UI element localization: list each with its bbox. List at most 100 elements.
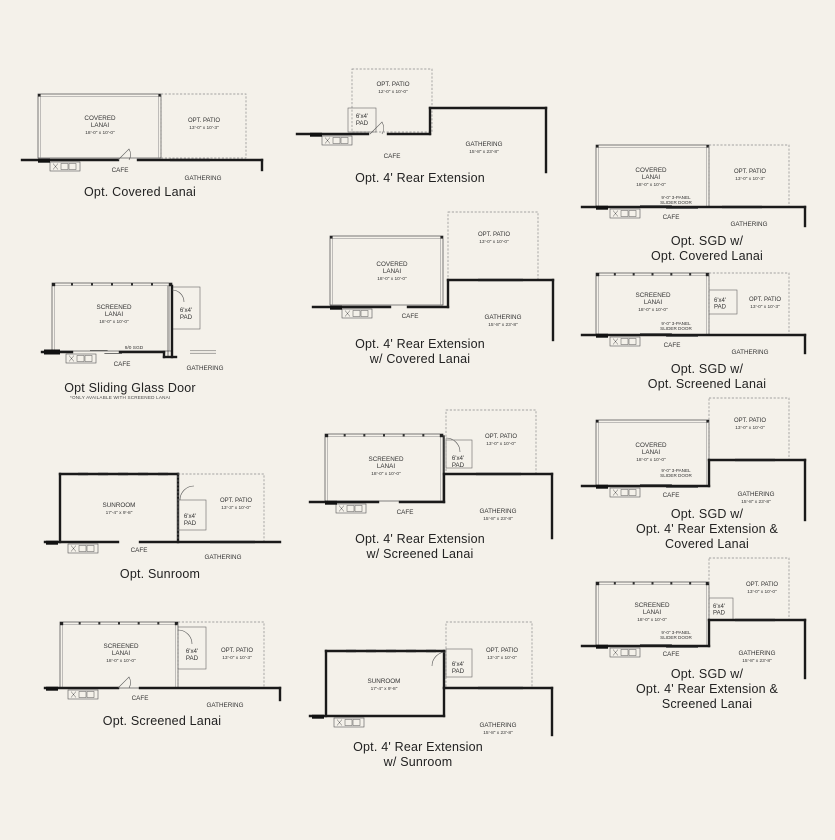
sink-icon	[628, 210, 637, 217]
counter-icon	[609, 336, 641, 347]
room-dims: 13'-3" x 10'-0"	[487, 655, 517, 661]
counter-icon	[612, 210, 619, 217]
room-name-line: GATHERING	[732, 349, 769, 356]
wall-block	[38, 158, 50, 163]
room-dims: 15'-8" x 23'-8"	[469, 149, 499, 155]
room-name: 6'x4'PAD	[180, 307, 193, 321]
dashed-outline	[708, 144, 790, 208]
lanai-inner	[54, 285, 170, 352]
screen-post	[422, 434, 425, 437]
wall-block	[596, 333, 608, 338]
room-dims: 18'-0" x 10'-0"	[636, 457, 666, 463]
room-dims-line: 13'-0" x 10'-0"	[486, 441, 516, 447]
room-name: CAFE	[112, 167, 129, 174]
lanai-post	[596, 273, 600, 277]
dashed-outline	[447, 211, 539, 281]
screen-post	[91, 283, 93, 286]
counter-icon	[65, 353, 97, 364]
room-dims-line: 18'-0" x 10'-0"	[638, 307, 668, 313]
screen-post	[118, 622, 120, 625]
room-name: CAFE	[114, 361, 131, 368]
room-dims: 18'-0" x 10'-0"	[371, 471, 401, 477]
room-name: OPT. PATIO	[734, 169, 766, 175]
room-dims-line: 13'-0" x 10'-0"	[735, 425, 765, 431]
counter-icon	[344, 310, 351, 317]
counter-icon	[338, 505, 345, 512]
counter-icon	[321, 135, 353, 146]
room-name: OPT. PATIO	[734, 418, 766, 424]
room-name-line: SCREENED	[104, 643, 139, 650]
screen-post	[613, 273, 616, 276]
wall-block	[312, 714, 324, 719]
room-name-line: CAFE	[114, 361, 131, 368]
sink-icon	[344, 719, 353, 726]
room-name-line: GATHERING	[480, 508, 517, 515]
room-name-line: OPT. PATIO	[220, 498, 252, 504]
counter-icon	[609, 487, 641, 498]
lanai-post	[706, 420, 709, 423]
room-name-line: GATHERING	[739, 650, 776, 657]
room-dims-line: 18'-0" x 10'-0"	[377, 276, 407, 282]
room-name: GATHERING	[466, 141, 503, 148]
room-name: GATHERING	[207, 702, 244, 709]
room-name-line: PAD	[452, 668, 465, 675]
caption-opt-sunroom: Opt. Sunroom	[119, 567, 201, 581]
room-name-line: GATHERING	[185, 175, 222, 182]
caption-sgd-covered-lanai: Opt. SGD w/ Opt. Covered Lanai	[651, 234, 763, 263]
lanai-post	[325, 434, 329, 438]
sink-icon	[620, 338, 629, 345]
room-name-line: COVERED	[84, 115, 116, 122]
room-name: 6'x4'PAD	[356, 113, 369, 127]
lanai-post	[52, 283, 56, 287]
room-dims: 13'-0" x 10'-0"	[747, 589, 777, 595]
room-name-line: 6'x4'	[186, 648, 198, 655]
room-name-line: LANAI	[383, 268, 401, 275]
caption-opt-rear-extension: Opt. 4' Rear Extension	[355, 171, 485, 185]
lanai-post	[596, 145, 599, 148]
room-dims-line: 12'-0" x 10'-0"	[378, 89, 408, 95]
room-name: CAFE	[663, 214, 680, 221]
room-dims: 15'-8" x 23'-8"	[483, 730, 513, 736]
room-name: GATHERING	[205, 554, 242, 561]
counter-icon	[335, 503, 367, 514]
room-name-line: COVERED	[635, 442, 667, 449]
room-dims: 13'-0" x 10'-0"	[479, 239, 509, 245]
room-name-line: OPT. PATIO	[749, 297, 781, 303]
room-name-line: SUNROOM	[368, 678, 401, 685]
room-dims: 15'-8" x 23'-8"	[488, 322, 518, 328]
room-name: 6'x4'PAD	[452, 661, 465, 675]
room-dims: 18'-0" x 10'-0"	[636, 182, 666, 188]
room-name-line: SCREENED	[369, 456, 404, 463]
room-dims: 17'-4" x 9'-8"	[371, 686, 398, 692]
room-name-line: SCREENED	[97, 304, 132, 311]
dashed-outline	[708, 397, 790, 461]
screen-post	[613, 582, 616, 585]
room-dims-line: 15'-8" x 23'-8"	[742, 658, 772, 664]
sink-icon	[86, 545, 95, 552]
lanai-post	[60, 622, 64, 626]
wall-block	[596, 644, 608, 649]
sink-icon	[340, 137, 349, 144]
room-name: GATHERING	[738, 491, 775, 498]
room-name: GATHERING	[739, 650, 776, 657]
room-name: OPT. PATIO	[749, 297, 781, 303]
room-dims: 13'-0" x 10'-0"	[735, 425, 765, 431]
room-name-line: SLIDER DOOR	[660, 473, 692, 478]
room-dims-line: 18'-0" x 10'-0"	[636, 182, 666, 188]
room-name-line: CAFE	[112, 167, 129, 174]
lanai-post	[596, 582, 600, 586]
room-name-line: 6'x4'	[452, 661, 464, 668]
room-dims: 18'-0" x 10'-0"	[85, 130, 115, 136]
wall-block	[44, 349, 60, 355]
room-name: OPT. PATIO	[486, 648, 518, 654]
room-name-line: OPT. PATIO	[746, 582, 778, 588]
room-dims-line: 18'-0" x 10'-0"	[106, 658, 136, 664]
room-name-line: GATHERING	[207, 702, 244, 709]
room-name-line: GATHERING	[187, 365, 224, 372]
